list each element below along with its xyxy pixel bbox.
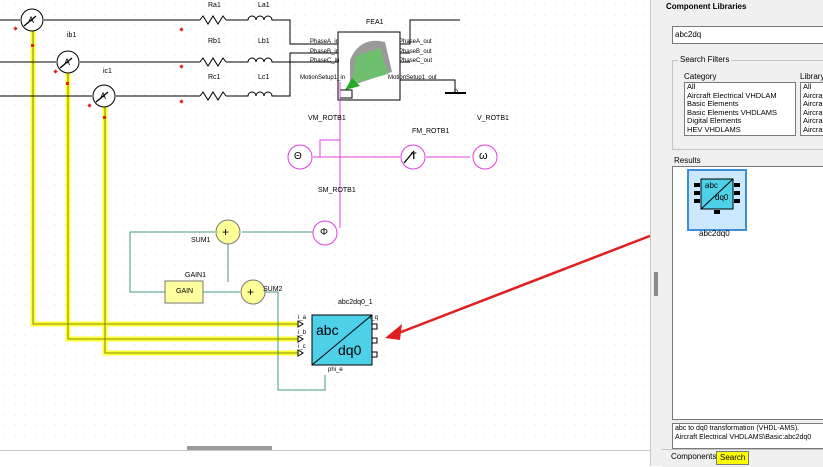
ra1-label: Ra1 — [208, 2, 221, 9]
passive-elements — [199, 15, 275, 101]
tab-components[interactable]: Components — [671, 452, 717, 461]
abc2dq0-block — [297, 314, 378, 366]
category-item[interactable]: HEV VHDLAMS — [687, 124, 741, 134]
fea-port-in-c: PhaseC_in — [310, 58, 340, 64]
library-item[interactable]: Aircraf — [803, 107, 823, 117]
results-area: abc dq0 abc2dq0 — [672, 166, 823, 420]
annotation-arrow — [385, 234, 650, 340]
result-item-abc2dq0[interactable]: abc dq0 — [687, 169, 747, 231]
result-item-label: abc2dq0 — [699, 229, 730, 238]
panel-title: Component Libraries — [666, 2, 747, 11]
tab-search[interactable]: Search — [716, 451, 750, 465]
sum2-label: SUM2 — [263, 286, 283, 293]
rb1-label: Rb1 — [208, 38, 221, 45]
fea-block — [337, 31, 401, 101]
description-area: abc to dq0 transformation (VHDL-AMS). Ai… — [672, 423, 823, 449]
vm-rotb1-label: VM_ROTB1 — [308, 115, 346, 122]
horizontal-scrollbar[interactable] — [0, 440, 650, 466]
fea-port-in-motion: MotionSetup1_in — [300, 75, 346, 81]
pin-phi-e: phi_e — [328, 367, 343, 373]
mechanical-wires — [313, 82, 470, 228]
description-line: Aircraft Electrical VHDLAMS\Basic:abc2dq… — [675, 434, 812, 441]
schematic-svg — [0, 8, 650, 391]
scroll-thumb[interactable] — [187, 446, 272, 450]
scroll-track — [0, 450, 650, 451]
fea-port-out-c: PhaseC_out — [399, 58, 433, 64]
lb1-label: Lb1 — [258, 38, 270, 45]
category-item[interactable]: Basic Elements VHDLAMS — [687, 107, 778, 117]
library-item[interactable]: Aircraf — [803, 124, 823, 134]
search-box[interactable] — [672, 26, 823, 44]
ammeter-b-icon: A — [64, 57, 71, 67]
sum1-plus-icon: + — [222, 225, 230, 239]
block-abc-text: abc — [316, 322, 339, 338]
ib1-label: ib1 — [67, 32, 77, 39]
pin-iq: i_q — [370, 315, 379, 321]
panel-tabs: Components Search — [662, 449, 823, 467]
theta-icon: Θ — [294, 151, 302, 162]
sum-blocks — [215, 219, 266, 305]
fea-port-in-b: PhaseB_in — [310, 49, 340, 55]
ground-value: 0 — [454, 89, 458, 96]
category-item[interactable]: Aircraft Electrical VHDLAM — [687, 90, 777, 100]
component-libraries-panel: Component Libraries Search Filters Categ… — [662, 0, 823, 467]
library-item[interactable]: Aircraf — [803, 90, 823, 100]
result-abc-text: abc — [705, 181, 718, 190]
ammeter-c-icon: A — [100, 91, 107, 101]
sum1-label: SUM1 — [191, 237, 211, 244]
rotational-components — [287, 144, 498, 246]
fea-port-out-motion: MotionSetup1_out — [388, 75, 437, 81]
search-input[interactable] — [673, 27, 745, 41]
ammeter-a-icon: A — [28, 15, 35, 25]
category-item[interactable]: Digital Elements — [687, 116, 742, 126]
pin-ia: i_a — [298, 315, 307, 321]
sum2-plus-icon: + — [247, 285, 255, 299]
gain-text: GAIN — [176, 288, 194, 295]
gain1-label: GAIN1 — [185, 272, 207, 279]
library-list[interactable]: All Aircraf Aircraf Aircraf Aircraf Airc… — [800, 82, 823, 136]
fea1-label: FEA1 — [366, 19, 384, 26]
block-dq0-text: dq0 — [338, 342, 362, 358]
description-line: abc to dq0 transformation (VHDL-AMS). — [675, 425, 800, 432]
library-item[interactable]: Aircraf — [803, 99, 823, 109]
abc2dq0-result-icon — [694, 178, 740, 214]
results-label: Results — [674, 156, 701, 165]
port-dots — [13, 26, 184, 119]
library-label: Library — [800, 72, 823, 81]
pin-ic: i_c — [298, 344, 306, 350]
fm-rotb1-label: FM_ROTB1 — [412, 128, 450, 135]
torque-icon: T — [411, 151, 417, 161]
ic1-label: ic1 — [103, 68, 112, 75]
fea-port-in-a: PhaseA_in — [310, 39, 340, 45]
splitter-grip[interactable] — [654, 272, 658, 296]
library-item[interactable]: Aircraf — [803, 116, 823, 126]
search-filters-title: Search Filters — [678, 55, 732, 64]
ammeters — [20, 8, 116, 108]
category-list[interactable]: All Aircraft Electrical VHDLAM Basic Ele… — [684, 82, 796, 136]
category-item[interactable]: Basic Elements — [687, 99, 739, 109]
highlighted-wires — [30, 20, 300, 356]
schematic-canvas[interactable]: Ra1 La1 Rb1 Lb1 Rc1 Lc1 ib1 ic1 A A A FE… — [0, 0, 650, 466]
fea-port-out-a: PhaseA_out — [399, 39, 432, 45]
category-item[interactable]: All — [687, 82, 696, 91]
phase-wires — [0, 19, 462, 97]
gain-block — [164, 280, 204, 304]
library-item[interactable]: All — [803, 82, 812, 91]
v-rotb1-label: V_ROTB1 — [477, 115, 509, 122]
result-dq0-text: dq0 — [715, 193, 729, 202]
rc1-label: Rc1 — [208, 74, 221, 81]
la1-label: La1 — [258, 2, 270, 9]
signal-wires — [129, 231, 326, 391]
lc1-label: Lc1 — [258, 74, 270, 81]
search-filters-group — [672, 60, 823, 150]
fea-port-out-b: PhaseB_out — [399, 49, 432, 55]
sm-rotb1-label: SM_ROTB1 — [318, 187, 356, 194]
phi-icon: Φ — [320, 227, 328, 238]
category-label: Category — [684, 72, 717, 81]
abc2dq0-instance-label: abc2dq0_1 — [338, 299, 373, 306]
pin-ib: i_b — [298, 330, 307, 336]
omega-icon: ω — [479, 150, 488, 162]
